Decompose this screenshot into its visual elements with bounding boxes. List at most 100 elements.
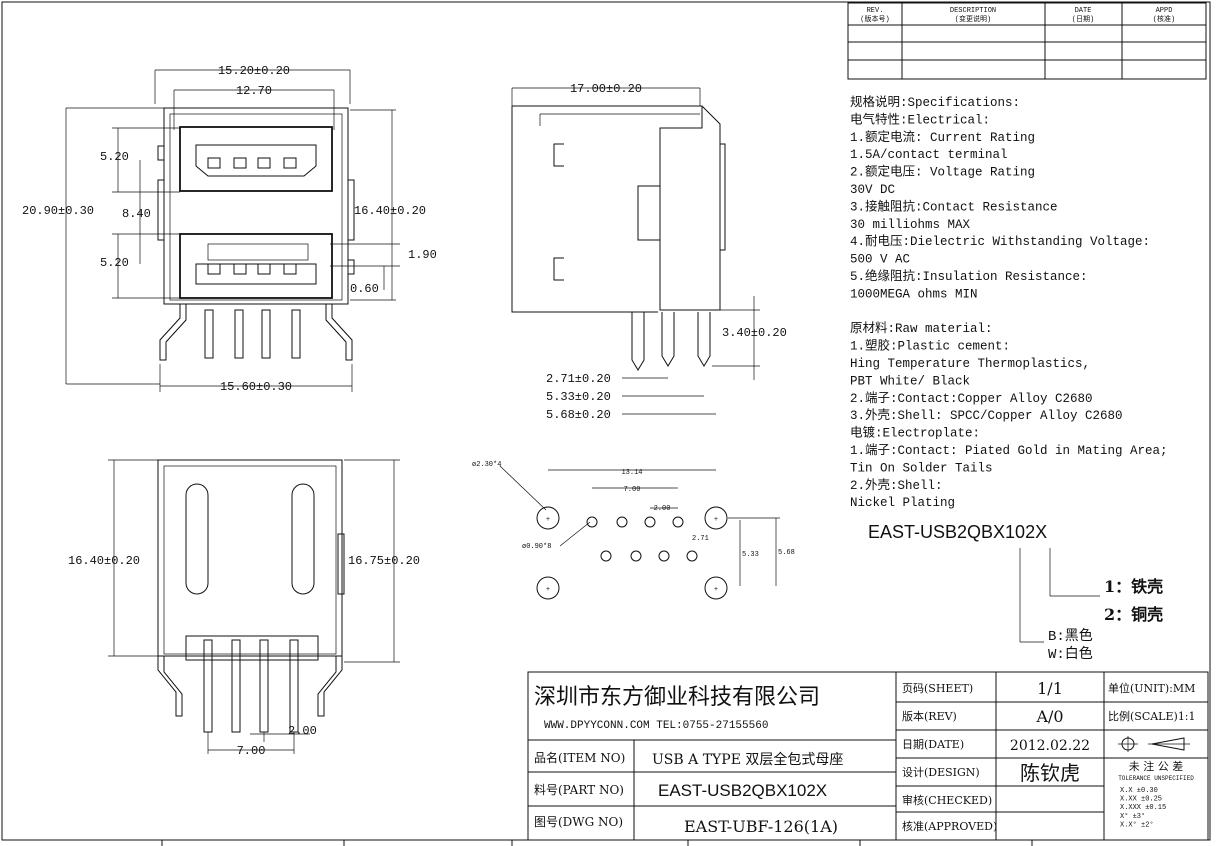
sheet-label: 页码(SHEET) xyxy=(902,682,973,695)
spec-line: PBT White/ Black xyxy=(850,374,970,388)
part-code-block: EAST-USB2QBX102X 1：铁壳 2：铜壳 B:黑色 W:白色 xyxy=(868,522,1163,663)
spec-line: 3.外壳:Shell: SPCC/Copper Alloy C2680 xyxy=(850,408,1123,423)
color-option-1: B:黑色 xyxy=(1048,627,1093,645)
pcb-footprint: ø2.30*4 ø0.90*8 13.14 7.00 2.00 + + + + … xyxy=(472,461,795,600)
dim-fp-c: 5.68 xyxy=(778,549,795,557)
spec-line: 2.外壳:Shell: xyxy=(850,478,943,493)
approved-label: 核准(APPROVED) xyxy=(902,819,997,833)
spec-line: 1.塑胶:Plastic cement: xyxy=(850,338,1010,354)
dim-tab2: 0.60 xyxy=(350,282,379,296)
tolerance-row: X° ±3° xyxy=(1120,812,1145,821)
spec-line: 1.端子:Contact: Piated Gold in Mating Area… xyxy=(850,443,1168,458)
spec-line: Nickel Plating xyxy=(850,496,955,510)
spec-line: 500 V AC xyxy=(850,253,910,267)
dim-gap: 8.40 xyxy=(122,207,151,221)
tolerance-rows: X.X ±0.30X.XX ±0.25X.XXX ±0.15X° ±3°X.X°… xyxy=(1120,787,1166,829)
dim-back-span: 7.00 xyxy=(237,744,266,758)
tolerance-row: X.X ±0.30 xyxy=(1120,787,1158,795)
item-value: USB A TYPE 双层全包式母座 xyxy=(652,751,843,768)
company-name: 深圳市东方御业科技有限公司 xyxy=(534,685,820,710)
dim-length: 17.00±0.20 xyxy=(570,82,642,96)
spec-line: 电镀:Electroplate: xyxy=(850,425,980,441)
dwg-value: EAST-UBF-126(1A) xyxy=(684,817,838,836)
dim-side-b: 5.33±0.20 xyxy=(546,390,611,404)
spec-line: 规格说明:Specifications: xyxy=(850,94,1020,110)
spec-line: 电气特性:Electrical: xyxy=(850,111,990,127)
item-label: 品名(ITEM NO) xyxy=(534,750,625,765)
company-contact: WWW.DPYYCONN.COM TEL:0755-27155560 xyxy=(544,720,768,732)
projection-symbol xyxy=(1118,736,1190,752)
appd-header-cn: (核准) xyxy=(1153,14,1175,24)
dim-back-left: 16.40±0.20 xyxy=(68,554,140,568)
dim-height: 20.90±0.30 xyxy=(22,204,94,218)
border-ticks xyxy=(161,840,1033,846)
dim-fp-pitch: 2.00 xyxy=(654,505,671,513)
svg-text:+: + xyxy=(546,516,550,524)
shell-option-2: 2：铜壳 xyxy=(1104,605,1163,624)
dim-right-height: 16.40±0.20 xyxy=(354,204,426,218)
label-big-hole: ø2.30*4 xyxy=(472,461,501,469)
tolerance-row: X.XX ±0.25 xyxy=(1120,796,1162,804)
title-block: 深圳市东方御业科技有限公司 WWW.DPYYCONN.COM TEL:0755-… xyxy=(527,671,1209,841)
part-value: EAST-USB2QBX102X xyxy=(658,781,827,800)
appd-header: APPD xyxy=(1156,7,1173,15)
spec-line: 1000MEGA ohms MIN xyxy=(850,287,978,301)
svg-text:+: + xyxy=(714,516,718,524)
rev-header-cn: (版本号) xyxy=(860,14,889,24)
desc-header: DESCRIPTION xyxy=(950,7,996,15)
spec-line: Hing Temperature Thermoplastics, xyxy=(850,357,1090,371)
spec-line: 5.绝缘阻抗:Insulation Resistance: xyxy=(850,268,1088,284)
rev-header: REV. xyxy=(867,7,884,15)
sheet-value: 1/1 xyxy=(1037,679,1063,698)
label-small-hole: ø0.90*8 xyxy=(522,543,551,551)
back-view: 16.40±0.20 16.75±0.20 2.00 7.00 xyxy=(68,459,420,758)
rev-value: A/0 xyxy=(1035,707,1063,726)
tolerance-row: X.XXX ±0.15 xyxy=(1120,804,1166,812)
date-header-cn: (日期) xyxy=(1072,15,1094,24)
spec-line: 原材料:Raw material: xyxy=(850,321,993,336)
dim-top-width: 15.20±0.20 xyxy=(218,64,290,78)
dim-side-a: 2.71±0.20 xyxy=(546,372,611,386)
tolerance-subtitle: TOLERANCE UNSPECIFIED xyxy=(1118,775,1194,782)
desc-header-cn: (变更说明) xyxy=(955,14,991,24)
part-code: EAST-USB2QBX102X xyxy=(868,522,1047,542)
spec-line: 1.5A/contact terminal xyxy=(850,148,1008,162)
dim-side-c: 5.68±0.20 xyxy=(546,408,611,422)
dim-fp-b: 5.33 xyxy=(742,551,759,559)
part-label: 料号(PART NO) xyxy=(534,783,624,797)
spec-line: 4.耐电压:Dielectric Withstanding Voltage: xyxy=(850,234,1150,249)
dim-fp-inner: 7.00 xyxy=(624,486,641,494)
dim-port1: 5.20 xyxy=(100,150,129,164)
spec-line: 1.额定电流: Current Rating xyxy=(850,129,1035,145)
revision-table: REV. (版本号) DESCRIPTION (变更说明) DATE (日期) … xyxy=(847,2,1207,80)
spec-line: 30 milliohms MAX xyxy=(850,218,971,232)
date-label: 日期(DATE) xyxy=(902,738,964,751)
rev-label: 版本(REV) xyxy=(902,709,957,723)
date-header: DATE xyxy=(1075,7,1092,15)
spec-line: 3.接触阻抗:Contact Resistance xyxy=(850,198,1058,214)
dim-fp-a: 2.71 xyxy=(692,535,709,543)
shell-option-1: 1：铁壳 xyxy=(1104,577,1163,596)
design-label: 设计(DESIGN) xyxy=(902,766,980,779)
dim-tab: 1.90 xyxy=(408,248,437,262)
dim-back-pitch: 2.00 xyxy=(288,724,317,738)
date-value: 2012.02.22 xyxy=(1010,738,1090,754)
dim-back-right: 16.75±0.20 xyxy=(348,554,420,568)
dim-fp-span: 13.14 xyxy=(621,469,642,477)
tolerance-title: 未 注 公 差 xyxy=(1129,759,1184,773)
dim-pin-length: 3.40±0.20 xyxy=(722,326,787,340)
spec-line: Tin On Solder Tails xyxy=(850,461,993,475)
spec-line: 2.额定电压: Voltage Rating xyxy=(850,164,1035,180)
unit-label: 单位(UNIT):MM xyxy=(1108,681,1195,695)
dim-port2: 5.20 xyxy=(100,256,129,270)
svg-text:+: + xyxy=(714,586,718,594)
dim-bottom-width: 15.60±0.30 xyxy=(220,380,292,394)
design-value: 陈钦虎 xyxy=(1020,761,1080,785)
front-view: 15.20±0.20 12.70 20.90±0.30 5.20 8.40 5.… xyxy=(22,64,437,394)
scale-label: 比例(SCALE)1:1 xyxy=(1108,709,1196,723)
dwg-label: 图号(DWG NO) xyxy=(534,815,623,829)
svg-text:+: + xyxy=(546,586,550,594)
tolerance-row: X.X° ±2° xyxy=(1120,820,1154,829)
color-option-2: W:白色 xyxy=(1048,645,1093,663)
